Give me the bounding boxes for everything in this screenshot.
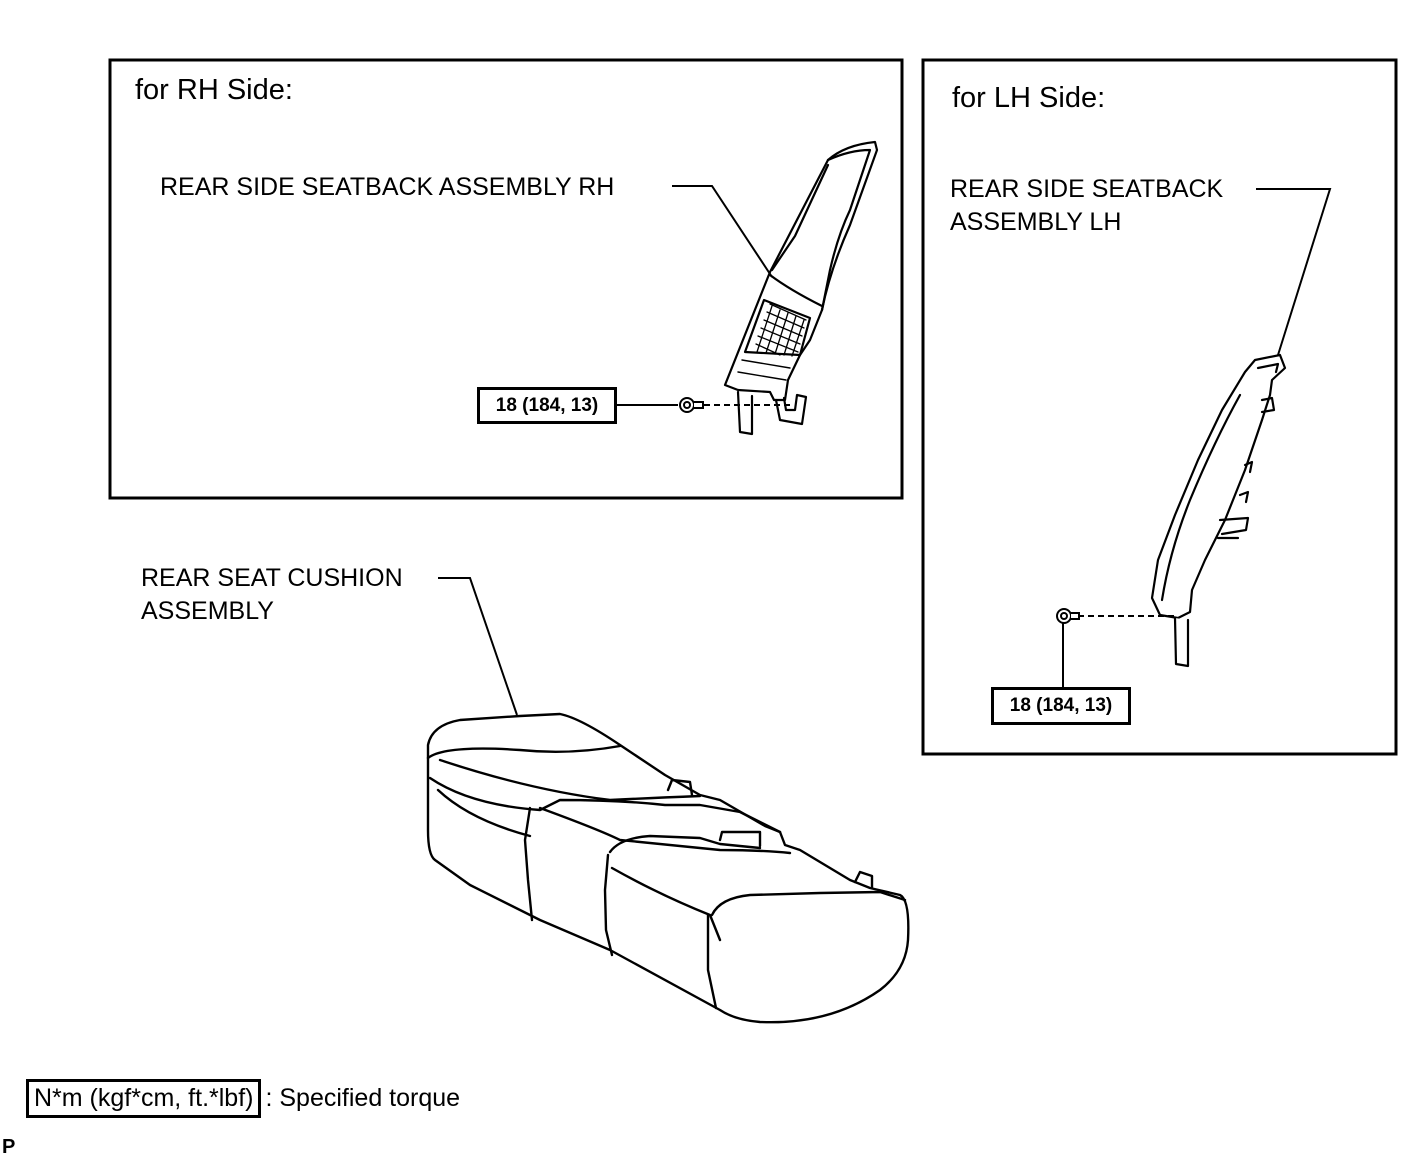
lh-seatback-label-line1: REAR SIDE SEATBACK — [950, 175, 1224, 203]
lh-seatback-label-line2: ASSEMBLY LH — [950, 208, 1122, 236]
rh-panel-frame — [108, 58, 904, 500]
rh-seatback-label: REAR SIDE SEATBACK ASSEMBLY RH — [160, 173, 615, 201]
rh-torque-box: 18 (184, 13) — [477, 387, 617, 424]
torque-legend: N*m (kgf*cm, ft.*lbf) : Specified torque — [26, 1077, 460, 1119]
lh-leaders — [1062, 188, 1332, 688]
lh-panel-heading: for LH Side: — [952, 82, 1106, 114]
rh-leaders — [616, 185, 790, 406]
lh-panel-frame — [921, 58, 1398, 756]
rh-panel-heading: for RH Side: — [135, 74, 293, 106]
rh-seatback-drawing — [723, 140, 879, 436]
cushion-label-line1: REAR SEAT CUSHION — [141, 564, 403, 592]
cushion-leader — [438, 577, 518, 716]
torque-legend-text: : Specified torque — [265, 1083, 461, 1112]
rh-bolt-icon — [679, 397, 704, 413]
lh-seatback-drawing — [1150, 353, 1287, 668]
torque-unit-box: N*m (kgf*cm, ft.*lbf) — [26, 1078, 262, 1118]
lh-torque-box: 18 (184, 13) — [991, 687, 1131, 725]
illustration-code: P — [2, 1136, 16, 1158]
cushion-label-line2: ASSEMBLY — [141, 597, 274, 625]
lh-bolt-icon — [1056, 608, 1080, 624]
seat-cushion-drawing — [426, 712, 910, 1024]
